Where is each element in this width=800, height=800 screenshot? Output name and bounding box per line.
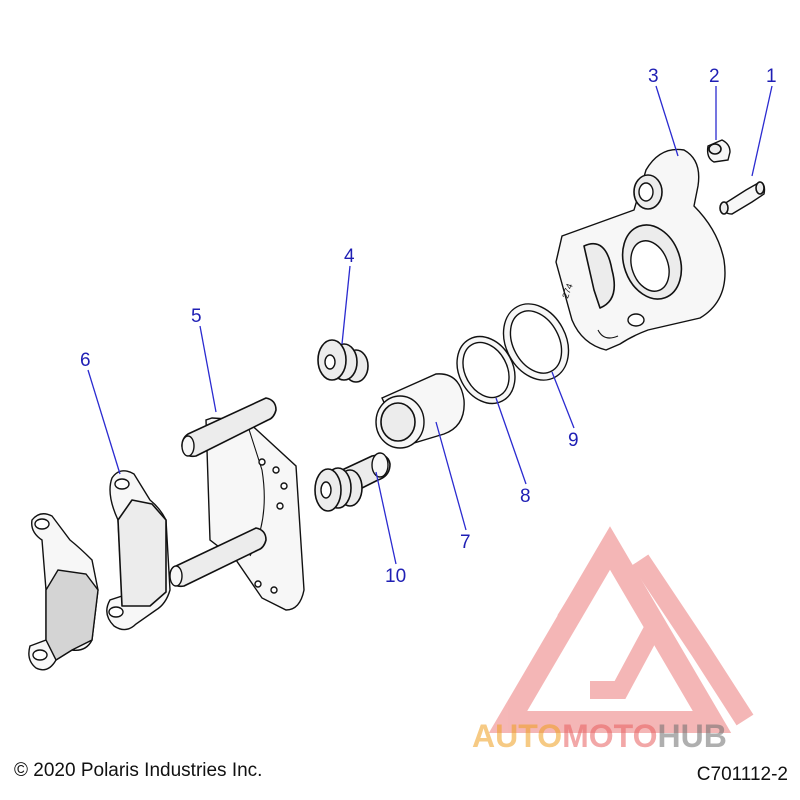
callout-2: 2 (709, 66, 720, 87)
callout-8: 8 (520, 486, 531, 507)
callout-10: 10 (385, 566, 406, 587)
leader-3 (655, 85, 679, 157)
caliper-bracket (169, 397, 305, 611)
leader-lines (87, 85, 773, 565)
watermark-part-auto: AUTO (472, 718, 563, 754)
callout-9: 9 (568, 430, 579, 451)
caliper-piston (375, 373, 465, 449)
bleeder-cap (706, 139, 731, 163)
watermark-part-moto: MOTO (562, 718, 658, 754)
brake-pad-inner (106, 470, 171, 631)
boot-seal-upper (317, 339, 369, 383)
leader-10 (375, 471, 397, 565)
callout-5: 5 (191, 306, 202, 327)
leader-1 (751, 85, 773, 177)
drawing-number: C701112-2 (696, 764, 788, 785)
piston-seal-ring (456, 335, 516, 405)
watermark-logo-icon (488, 526, 754, 733)
caliper-stamp: 274 (560, 282, 575, 300)
leader-8 (495, 397, 527, 485)
leader-4 (341, 265, 351, 345)
leader-9 (551, 371, 575, 429)
slide-pin-with-boot (314, 452, 391, 512)
callout-3: 3 (648, 66, 659, 87)
callout-4: 4 (344, 246, 355, 267)
callout-labels: 1 2 3 4 5 6 7 8 9 10 (80, 66, 777, 587)
watermark-part-hub: HUB (657, 718, 727, 754)
watermark-text: AUTOMOTOHUB (472, 718, 727, 755)
leader-5 (199, 325, 217, 413)
leader-7 (435, 421, 467, 531)
leader-6 (87, 369, 121, 475)
brake-pad-outer (28, 513, 99, 671)
callout-6: 6 (80, 350, 91, 371)
dust-seal-ring (502, 303, 570, 381)
copyright-notice: © 2020 Polaris Industries Inc. (14, 760, 263, 781)
caliper-body: 274 (555, 148, 726, 351)
callout-7: 7 (460, 532, 471, 553)
bleeder-screw (719, 181, 766, 215)
callout-1: 1 (766, 66, 777, 87)
